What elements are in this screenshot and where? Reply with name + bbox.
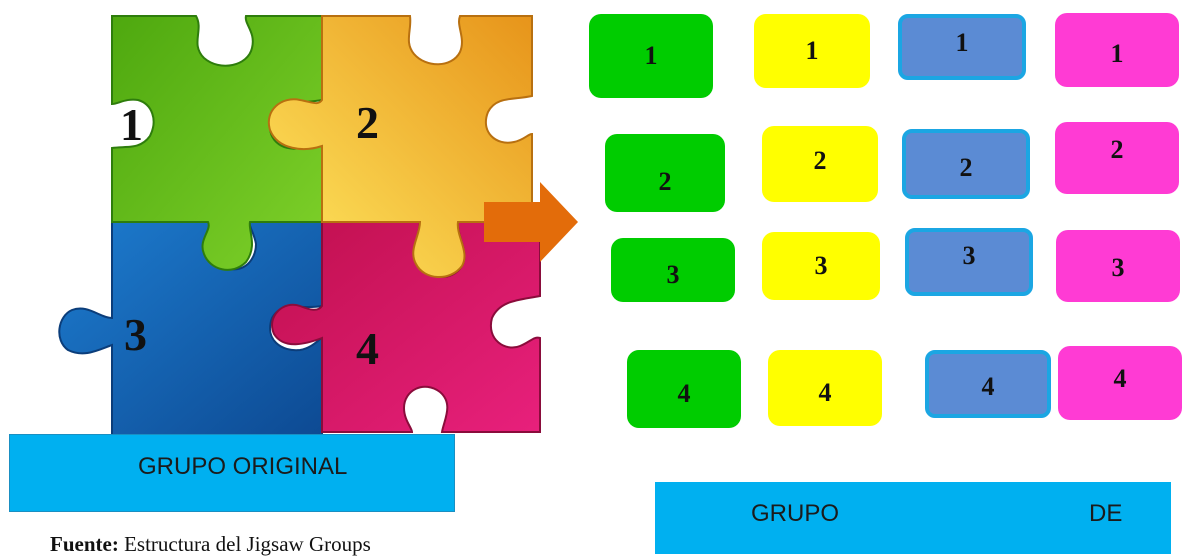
group-magenta-tile-1: 1 <box>1055 13 1179 87</box>
group-blue-tile-4: 4 <box>925 350 1051 418</box>
group-yellow-tile-4: 4 <box>768 350 882 426</box>
group-green-tile-2: 2 <box>605 134 725 212</box>
source-caption: Fuente: Estructura del Jigsaw Groups <box>50 532 371 557</box>
group-blue-tile-1: 1 <box>898 14 1026 80</box>
puzzle-label-3: 3 <box>124 309 147 360</box>
group-green-tile-3: 3 <box>611 238 735 302</box>
group-green-tile-1: 1 <box>589 14 713 98</box>
banner-grupo-original: GRUPO ORIGINAL <box>9 434 455 512</box>
group-magenta-tile-4: 4 <box>1058 346 1182 420</box>
arrow-right-icon <box>484 182 578 262</box>
group-magenta-tile-2: 2 <box>1055 122 1179 194</box>
banner-grupo-original-text: GRUPO ORIGINAL <box>138 453 348 480</box>
group-yellow-tile-2: 2 <box>762 126 878 202</box>
group-blue-tile-3: 3 <box>905 228 1033 296</box>
group-magenta-tile-3: 3 <box>1056 230 1180 302</box>
group-blue-tile-2: 2 <box>902 129 1030 199</box>
banner-grupo-word: GRUPO <box>751 500 840 527</box>
banner-grupo-de: GRUPO DE <box>655 482 1171 554</box>
group-green-tile-4: 4 <box>627 350 741 428</box>
puzzle-piece-3 <box>58 219 323 437</box>
group-yellow-tile-3: 3 <box>762 232 880 300</box>
source-caption-label: Fuente: <box>50 532 119 556</box>
source-caption-text: Estructura del Jigsaw Groups <box>118 532 371 556</box>
banner-de-word: DE <box>1089 500 1123 527</box>
puzzle-label-2: 2 <box>356 97 379 148</box>
group-yellow-tile-1: 1 <box>754 14 870 88</box>
puzzle-graphic <box>58 15 578 437</box>
puzzle-label-4: 4 <box>356 323 379 374</box>
puzzle-label-1: 1 <box>120 99 143 150</box>
